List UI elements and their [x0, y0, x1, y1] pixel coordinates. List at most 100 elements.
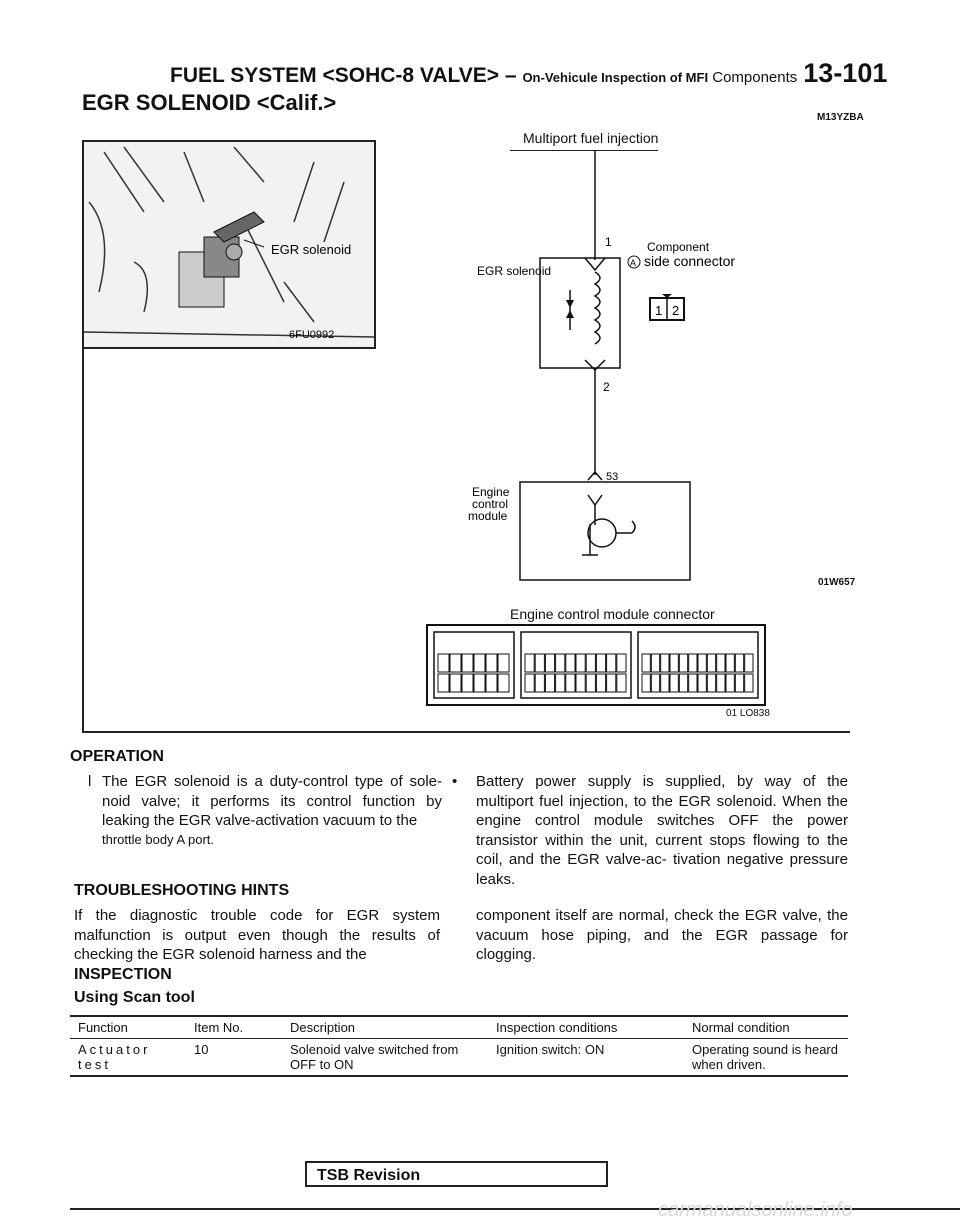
connector-pin-cell	[575, 673, 586, 693]
table-cell: Operating sound is heard when driven.	[684, 1038, 848, 1077]
photo-label: EGR solenoid	[271, 242, 351, 257]
page-header: FUEL SYSTEM <SOHC-8 VALVE> – On-Vehicule…	[170, 58, 887, 89]
header-dash: –	[499, 64, 523, 87]
connector-pin-cell	[734, 673, 745, 693]
connector-pin-cell	[660, 653, 670, 673]
header-title: FUEL SYSTEM <SOHC-8 VALVE>	[170, 64, 500, 87]
connector-pin-cell	[716, 673, 726, 693]
connector-pin-cell	[555, 673, 566, 693]
circle-a-icon: A	[630, 258, 636, 268]
connector-pin-cell	[473, 673, 486, 693]
connector-pin-cell	[725, 673, 735, 693]
circuit-diagram: 1 2 53 Component A side connector 1 2 EG…	[468, 150, 735, 581]
ecm-label-3: module	[468, 509, 508, 523]
connector-pin-2: 2	[672, 303, 679, 318]
connector-pin-cell	[524, 653, 535, 673]
troubleshooting-heading: TROUBLESHOOTING HINTS	[74, 882, 290, 899]
connector-pin-cell	[449, 653, 462, 673]
operation-item-2-text: Battery power supply is supplied, by way…	[476, 773, 848, 888]
watermark: carmanualsonline.info	[658, 1199, 853, 1221]
pin-53-label: 53	[606, 471, 618, 483]
table-row: Actuator test 10 Solenoid valve switched…	[70, 1038, 848, 1077]
connector-pin-cell	[437, 653, 450, 673]
table-cell: Actuator test	[70, 1038, 186, 1077]
connector-pin-cell	[449, 673, 462, 693]
connector-pin-cell	[461, 673, 474, 693]
page-number: 13-101	[803, 58, 888, 88]
connector-pin-1: 1	[655, 303, 662, 318]
connector-pin-cell	[497, 653, 510, 673]
connector-pin-cell	[565, 653, 576, 673]
egr-solenoid-photo: EGR solenoid 6FU0992	[82, 140, 376, 349]
connector-pin-cell	[555, 653, 566, 673]
inspection-subheading: Using Scan tool	[74, 989, 195, 1006]
connector-pin-cell	[585, 653, 596, 673]
connector-pin-cell	[706, 653, 717, 673]
connector-pin-cell	[485, 673, 498, 693]
ecm-connector-diagram	[426, 624, 766, 706]
connector-pin-cell	[669, 653, 679, 673]
tsb-revision-box: TSB Revision	[305, 1161, 608, 1187]
diagram-code: 01W657	[818, 577, 856, 588]
connector-pin-cell	[544, 653, 556, 673]
connector-pin-cell	[473, 653, 486, 673]
table-header-row: Function Item No. Description Inspection…	[70, 1015, 848, 1039]
table-header: Function	[70, 1015, 186, 1039]
connector-pin-cell	[595, 673, 607, 693]
operation-item-1-text: The EGR solenoid is a duty-control type …	[102, 773, 442, 829]
connector-pin-cell	[437, 673, 450, 693]
connector-pin-cell	[678, 653, 689, 673]
connector-pin-cell	[641, 653, 651, 673]
connector-pin-cell	[641, 673, 651, 693]
connector-pin-cell	[716, 653, 726, 673]
photo-code: 6FU0992	[289, 329, 334, 341]
table-cell: 10	[186, 1038, 282, 1077]
scan-tool-table: Function Item No. Description Inspection…	[70, 1015, 848, 1077]
bottom-rule	[70, 1208, 960, 1210]
table-header: Normal condition	[684, 1015, 848, 1039]
connector-pin-cell	[744, 653, 754, 673]
table-header: Item No.	[186, 1015, 282, 1039]
connector-pin-cell	[595, 653, 607, 673]
pin-2-label: 2	[603, 380, 610, 394]
connector-pin-cell	[534, 653, 545, 673]
ecm-label-2: control	[472, 497, 508, 511]
section-title: EGR SOLENOID <Calif.>	[82, 90, 337, 115]
header-sub1: On-Vehicule Inspection of MFI	[522, 70, 709, 85]
table-header: Inspection conditions	[488, 1015, 684, 1039]
table-header: Description	[282, 1015, 488, 1039]
connector-pin-cell	[650, 673, 661, 693]
connector-pin-cell	[697, 653, 707, 673]
connector-pin-cell	[606, 653, 617, 673]
connector-pin-cell	[688, 673, 698, 693]
table-cell: Solenoid valve switched from OFF to ON	[282, 1038, 488, 1077]
connector-pin-cell	[497, 673, 510, 693]
connector-pin-cell	[734, 653, 745, 673]
connector-pin-cell	[678, 673, 689, 693]
mfi-label: Multiport fuel injection	[523, 130, 659, 146]
connector-pin-cell	[688, 653, 698, 673]
operation-heading: OPERATION	[70, 748, 164, 765]
connector-pin-cell	[744, 673, 754, 693]
operation-item-2: • Battery power supply is supplied, by w…	[452, 773, 848, 888]
connector-pin-cell	[461, 653, 474, 673]
side-connector-label: side connector	[644, 253, 735, 269]
frame-bottom	[82, 731, 850, 733]
operation-item-1-tail: throttle body A port.	[102, 832, 215, 847]
inspection-heading: INSPECTION	[74, 966, 172, 983]
table-cell: Ignition switch: ON	[488, 1038, 684, 1077]
connector-pin-cell	[650, 653, 661, 673]
connector-pin-cell	[706, 673, 717, 693]
connector-pin-cell	[606, 673, 617, 693]
connector-pin-cell	[485, 653, 498, 673]
connector-code: 01 LO838	[726, 708, 770, 719]
mfi-underline	[510, 150, 658, 151]
connector-pin-cell	[524, 673, 535, 693]
connector-pin-cell	[697, 673, 707, 693]
troubleshooting-left: If the diagnostic trouble code for EGR s…	[74, 907, 440, 963]
engine-bay-illustration: EGR solenoid 6FU0992	[84, 146, 374, 341]
pin-1-label: 1	[605, 235, 612, 249]
ecm-label-1: Engine	[472, 485, 510, 499]
connector-pin-cell	[585, 673, 596, 693]
connector-pin-cell	[616, 653, 627, 673]
